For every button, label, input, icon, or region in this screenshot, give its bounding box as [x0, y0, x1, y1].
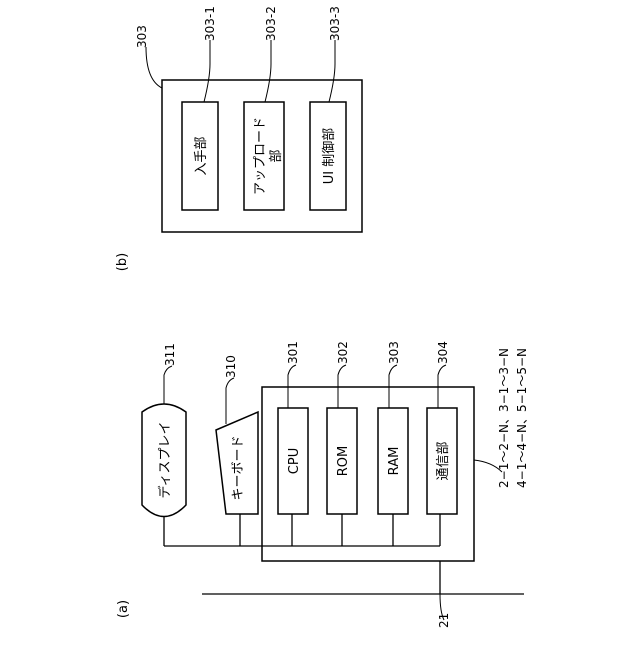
acquisition-unit-ref: 303-1: [203, 6, 217, 41]
comm-unit-label: 通信部: [436, 441, 451, 480]
rom-ref: 302: [336, 341, 350, 364]
rom-label: ROM: [336, 446, 351, 476]
acquisition-unit-label: 入手部: [194, 136, 209, 175]
panel-b: (b) 303 入手部 303-1 アップロード 部 303-2 UI 制御部 …: [115, 6, 362, 271]
keyboard-label: キーボード: [231, 435, 246, 500]
ram-module-ref: 303: [135, 25, 149, 48]
ui-control-unit-ref: 303-3: [328, 6, 342, 41]
ram-ref: 303: [387, 341, 401, 364]
system-ref-line2: 4−1〜4−N、5−1〜5−N: [515, 348, 529, 488]
network-ref: 21: [437, 613, 451, 628]
cpu-ref: 301: [286, 341, 300, 364]
ui-control-unit-label: UI 制御部: [322, 128, 337, 184]
comm-unit-ref: 304: [436, 341, 450, 364]
display-ref: 311: [163, 343, 177, 366]
display-label: ディスプレイ: [157, 421, 173, 498]
panel-a: (a) 21 ディスプレイ 311 キーボード 310 CPU 301: [116, 341, 529, 628]
panel-b-caption: (b): [115, 253, 130, 271]
cpu-label: CPU: [287, 448, 302, 474]
upload-unit-ref: 303-2: [264, 6, 278, 41]
upload-unit-label-line1: アップロード: [253, 117, 268, 195]
panel-a-caption: (a): [116, 600, 131, 618]
keyboard-ref: 310: [224, 355, 238, 378]
upload-unit-label-line2: 部: [269, 149, 284, 162]
ram-label: RAM: [387, 447, 402, 476]
system-ref-line1: 2−1〜2−N、3−1〜3−N: [497, 348, 511, 488]
